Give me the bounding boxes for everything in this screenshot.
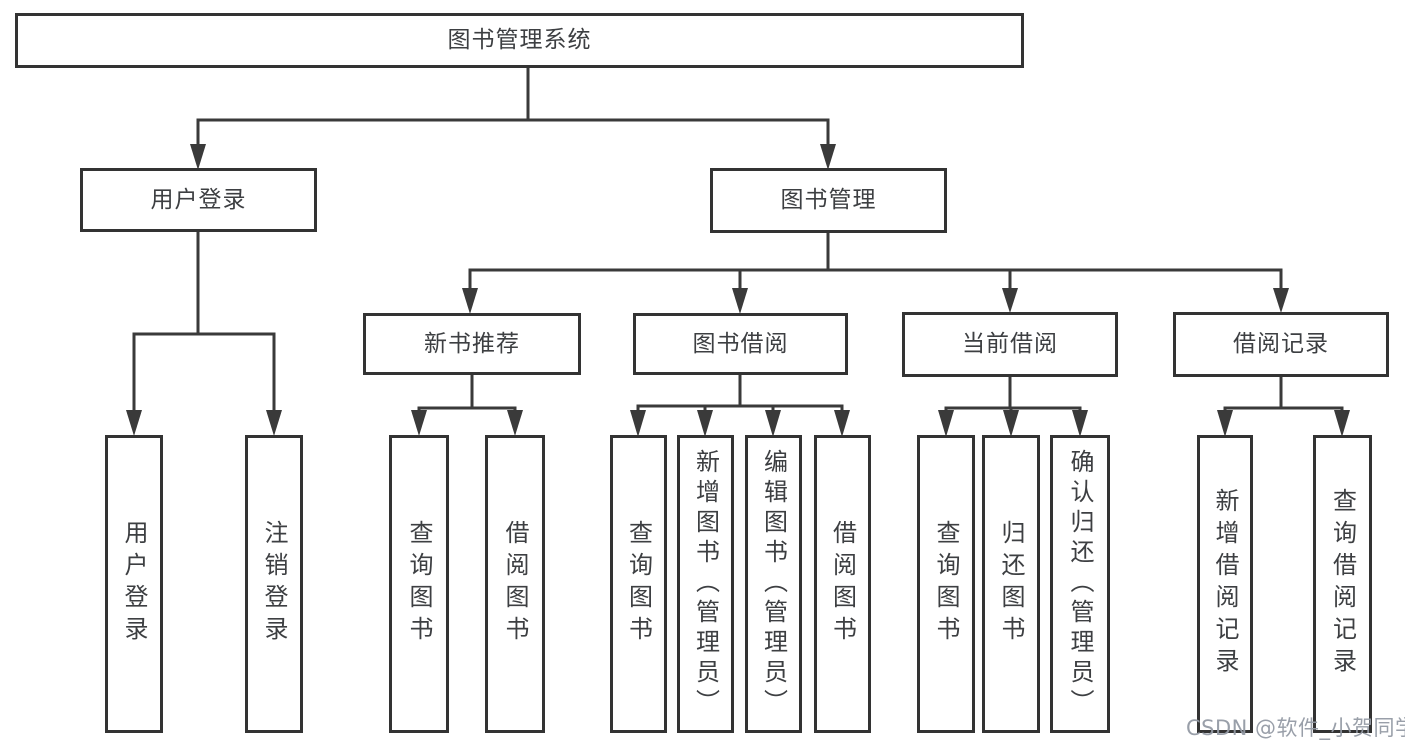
- leaf-query-borrow-record-label: 查询借阅记录: [1328, 488, 1357, 680]
- leaf-edit-book-admin-label: 编辑图书（管理员）: [759, 449, 788, 719]
- connector-user-login-children: [126, 232, 282, 436]
- node-root: 图书管理系统: [15, 13, 1024, 68]
- node-book-borrow-label: 图书借阅: [692, 330, 789, 357]
- node-book-management: 图书管理: [710, 168, 947, 233]
- leaf-add-borrow-record-label: 新增借阅记录: [1211, 488, 1239, 680]
- node-book-management-label: 图书管理: [780, 187, 877, 213]
- node-root-label: 图书管理系统: [447, 27, 592, 53]
- leaf-add-book-admin-label: 新增图书（管理员）: [691, 449, 720, 719]
- node-new-book-recommend: 新书推荐: [363, 313, 581, 375]
- connector-root-to-level2: [190, 68, 836, 170]
- csdn-watermark: CSDN @软件_小贺同学: [1186, 716, 1405, 740]
- leaf-logout-login: 注销登录: [245, 435, 303, 733]
- node-user-login: 用户登录: [80, 168, 317, 232]
- leaf-borrow-book-recommend: 借阅图书: [485, 435, 545, 733]
- leaf-user-login: 用户登录: [105, 435, 163, 733]
- leaf-query-borrow-record: 查询借阅记录: [1313, 435, 1372, 733]
- leaf-return-book: 归还图书: [982, 435, 1040, 733]
- leaf-user-login-label: 用户登录: [120, 520, 148, 648]
- leaf-query-book-recommend-label: 查询图书: [405, 520, 433, 648]
- node-borrow-records: 借阅记录: [1173, 312, 1389, 377]
- leaf-borrow-book-recommend-label: 借阅图书: [501, 520, 529, 648]
- leaf-query-book-current-label: 查询图书: [932, 520, 960, 648]
- node-current-borrow-label: 当前借阅: [962, 331, 1058, 357]
- node-current-borrow: 当前借阅: [902, 312, 1118, 377]
- node-borrow-records-label: 借阅记录: [1233, 331, 1329, 357]
- leaf-query-book-borrow-label: 查询图书: [624, 520, 653, 648]
- leaf-confirm-return-admin-label: 确认归还（管理员）: [1066, 449, 1094, 719]
- connector-borrow-records-children: [1217, 377, 1350, 437]
- leaf-edit-book-admin: 编辑图书（管理员）: [745, 435, 802, 733]
- connector-current-borrow-children: [938, 377, 1088, 437]
- node-new-book-recommend-label: 新书推荐: [424, 330, 520, 357]
- leaf-return-book-label: 归还图书: [997, 520, 1025, 648]
- leaf-borrow-book: 借阅图书: [814, 435, 871, 733]
- leaf-add-borrow-record: 新增借阅记录: [1197, 435, 1253, 733]
- leaf-query-book-current: 查询图书: [917, 435, 975, 733]
- leaf-confirm-return-admin: 确认归还（管理员）: [1050, 435, 1110, 733]
- node-book-borrow: 图书借阅: [633, 313, 848, 375]
- leaf-add-book-admin: 新增图书（管理员）: [677, 435, 734, 733]
- leaf-borrow-book-label: 借阅图书: [828, 520, 857, 648]
- node-user-login-label: 用户登录: [150, 186, 247, 213]
- connector-book-borrow-children: [630, 375, 850, 437]
- leaf-query-book-recommend: 查询图书: [389, 435, 449, 733]
- leaf-logout-login-label: 注销登录: [260, 520, 288, 648]
- connector-book-management-children: [462, 233, 1289, 314]
- connector-new-book-recommend-children: [411, 375, 523, 436]
- leaf-query-book-borrow: 查询图书: [610, 435, 667, 733]
